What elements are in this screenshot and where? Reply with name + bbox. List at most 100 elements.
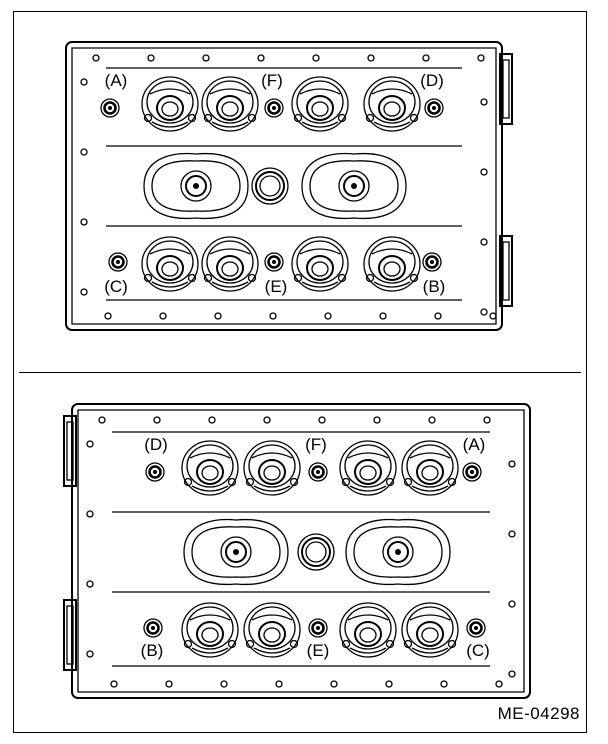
small-hole xyxy=(403,477,413,487)
small-hole xyxy=(214,312,222,320)
small-hole xyxy=(341,639,351,649)
small-hole xyxy=(489,312,497,320)
spark-plug-boss xyxy=(301,152,407,220)
valve-lifter xyxy=(181,440,239,496)
spark-plug-boss xyxy=(143,152,249,220)
small-hole xyxy=(447,639,457,649)
small-hole xyxy=(385,680,393,688)
bolt-label: (F) xyxy=(305,435,327,454)
small-hole xyxy=(480,308,488,316)
small-hole xyxy=(86,650,94,658)
small-hole xyxy=(440,680,448,688)
small-hole xyxy=(318,416,326,424)
small-hole xyxy=(367,54,375,62)
head-bolt xyxy=(462,462,482,482)
small-hole xyxy=(245,639,255,649)
bolt-label: (C) xyxy=(104,277,128,296)
cam-end-tab xyxy=(499,235,513,307)
small-hole xyxy=(337,113,347,123)
small-hole xyxy=(508,600,516,608)
small-hole xyxy=(227,477,237,487)
small-hole xyxy=(409,273,419,283)
small-hole xyxy=(495,680,503,688)
spark-plug-boss xyxy=(183,518,289,586)
head-outline xyxy=(71,47,497,325)
lower-head-view: (D)(F)(A)(B)(E)(C) xyxy=(63,403,531,699)
small-hole xyxy=(263,416,271,424)
bolt-label: (C) xyxy=(466,641,490,660)
bolt-label: (D) xyxy=(144,435,168,454)
small-hole xyxy=(483,416,491,424)
small-hole xyxy=(293,113,303,123)
small-hole xyxy=(165,680,173,688)
small-hole xyxy=(247,113,257,123)
center-boss xyxy=(297,533,335,571)
head-bolt xyxy=(422,252,442,272)
head-bolt xyxy=(143,618,163,638)
valve-lifter xyxy=(339,440,397,496)
small-hole xyxy=(110,680,118,688)
small-hole xyxy=(80,288,88,296)
head-bolt xyxy=(424,98,444,118)
small-hole xyxy=(208,416,216,424)
small-hole xyxy=(385,477,395,487)
valve-lifter xyxy=(401,602,459,658)
valve-lifter xyxy=(291,76,349,132)
small-hole xyxy=(385,639,395,649)
small-hole xyxy=(92,54,100,62)
small-hole xyxy=(203,113,213,123)
small-hole xyxy=(324,312,332,320)
small-hole xyxy=(86,440,94,448)
small-hole xyxy=(245,477,255,487)
bolt-label: (A) xyxy=(105,71,128,90)
small-hole xyxy=(187,273,197,283)
small-hole xyxy=(275,680,283,688)
small-hole xyxy=(80,218,88,226)
valve-lifter xyxy=(401,440,459,496)
cam-end-tab xyxy=(499,53,513,125)
head-bolt xyxy=(264,98,284,118)
cam-end-tab xyxy=(63,599,77,671)
small-hole xyxy=(220,680,228,688)
valve-lifter xyxy=(201,236,259,292)
bolt-label: (B) xyxy=(423,277,446,296)
valve-lifter xyxy=(339,602,397,658)
head-bolt xyxy=(308,618,328,638)
head-bolt xyxy=(145,462,165,482)
small-hole xyxy=(337,273,347,283)
valve-lifter xyxy=(201,76,259,132)
small-hole xyxy=(183,639,193,649)
small-hole xyxy=(147,54,155,62)
small-hole xyxy=(480,238,488,246)
small-hole xyxy=(409,113,419,123)
head-bolt xyxy=(264,252,284,272)
valve-lifter xyxy=(141,236,199,292)
small-hole xyxy=(153,416,161,424)
small-hole xyxy=(80,148,88,156)
small-hole xyxy=(98,416,106,424)
head-outer-edge xyxy=(71,403,531,699)
bolt-label: (E) xyxy=(265,277,288,296)
small-hole xyxy=(379,312,387,320)
head-outline xyxy=(77,409,525,693)
view-divider xyxy=(19,372,581,373)
small-hole xyxy=(428,416,436,424)
small-hole xyxy=(508,670,516,678)
small-hole xyxy=(422,54,430,62)
small-hole xyxy=(80,78,88,86)
small-hole xyxy=(203,273,213,283)
valve-lifter xyxy=(363,76,421,132)
valve-lifter xyxy=(243,440,301,496)
bolt-label: (D) xyxy=(420,71,444,90)
small-hole xyxy=(312,54,320,62)
head-bolt xyxy=(108,252,128,272)
small-hole xyxy=(227,639,237,649)
valve-lifter xyxy=(243,602,301,658)
small-hole xyxy=(508,530,516,538)
bolt-label: (B) xyxy=(141,641,164,660)
small-hole xyxy=(365,113,375,123)
valve-lifter xyxy=(291,236,349,292)
small-hole xyxy=(480,98,488,106)
